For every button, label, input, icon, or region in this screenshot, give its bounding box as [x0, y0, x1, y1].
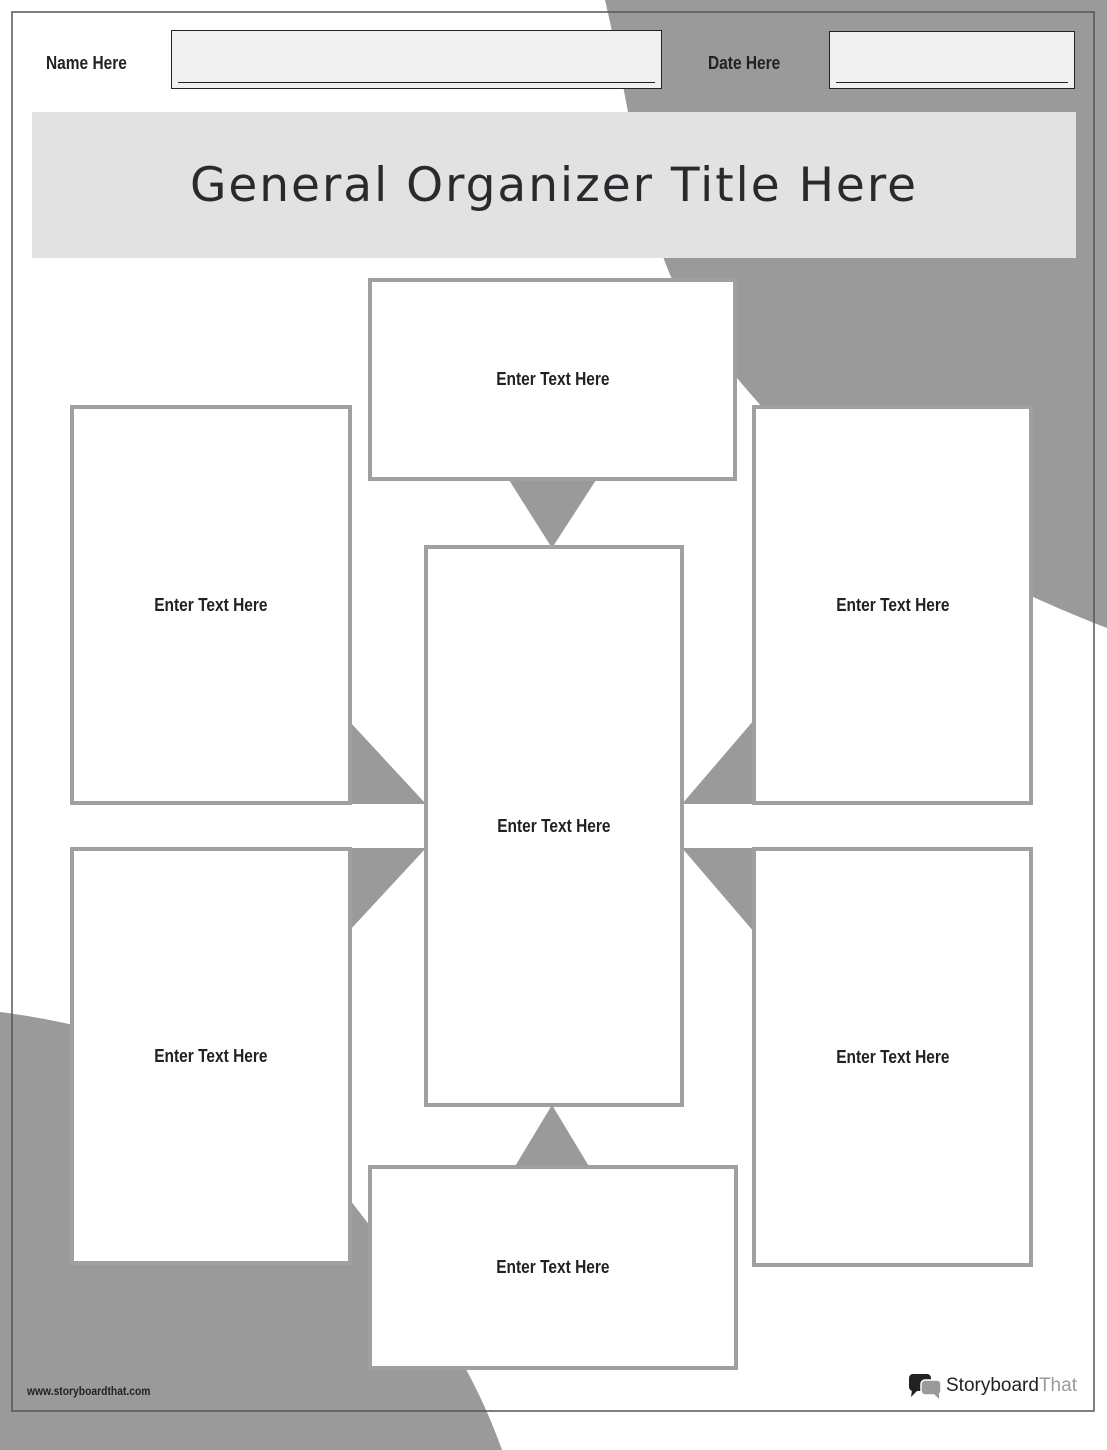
footer-url[interactable]: www.storyboardthat.com	[27, 1384, 151, 1398]
speech-bubbles-icon	[909, 1374, 942, 1399]
connector-bottom	[514, 1105, 590, 1168]
date-underline	[836, 82, 1068, 83]
box-top[interactable]: Enter Text Here	[368, 278, 737, 481]
name-field[interactable]	[171, 30, 662, 89]
box-lower-right[interactable]: Enter Text Here	[752, 847, 1033, 1267]
box-bottom[interactable]: Enter Text Here	[368, 1165, 738, 1370]
box-center-text: Enter Text Here	[497, 815, 611, 836]
box-upper-right[interactable]: Enter Text Here	[752, 405, 1033, 805]
box-upper-left-text: Enter Text Here	[154, 594, 268, 615]
box-upper-right-text: Enter Text Here	[835, 594, 950, 615]
box-top-text: Enter Text Here	[495, 369, 610, 389]
box-lower-left[interactable]: Enter Text Here	[70, 847, 352, 1265]
connector-lower-left	[350, 848, 426, 930]
connector-top	[509, 480, 596, 548]
logo-text-that: That	[1038, 1375, 1077, 1396]
box-lower-right-text: Enter Text Here	[835, 1046, 950, 1067]
box-upper-left[interactable]: Enter Text Here	[70, 405, 352, 805]
date-field[interactable]	[829, 31, 1075, 89]
name-underline	[178, 82, 655, 83]
connector-lower-right	[682, 848, 754, 932]
page-border	[11, 11, 1095, 1412]
title-band: General Organizer Title Here	[32, 112, 1076, 258]
connector-upper-left	[350, 722, 426, 804]
logo-text-storyboard: Storyboard	[946, 1375, 1039, 1396]
name-label: Name Here	[46, 53, 127, 73]
organizer-title[interactable]: General Organizer Title Here	[189, 157, 919, 213]
storyboardthat-logo[interactable]: StoryboardThat	[908, 1373, 1077, 1399]
connector-upper-right	[682, 720, 754, 804]
box-lower-left-text: Enter Text Here	[154, 1045, 268, 1066]
box-bottom-text: Enter Text Here	[496, 1257, 610, 1277]
date-label: Date Here	[708, 53, 781, 73]
box-center[interactable]: Enter Text Here	[424, 545, 684, 1107]
